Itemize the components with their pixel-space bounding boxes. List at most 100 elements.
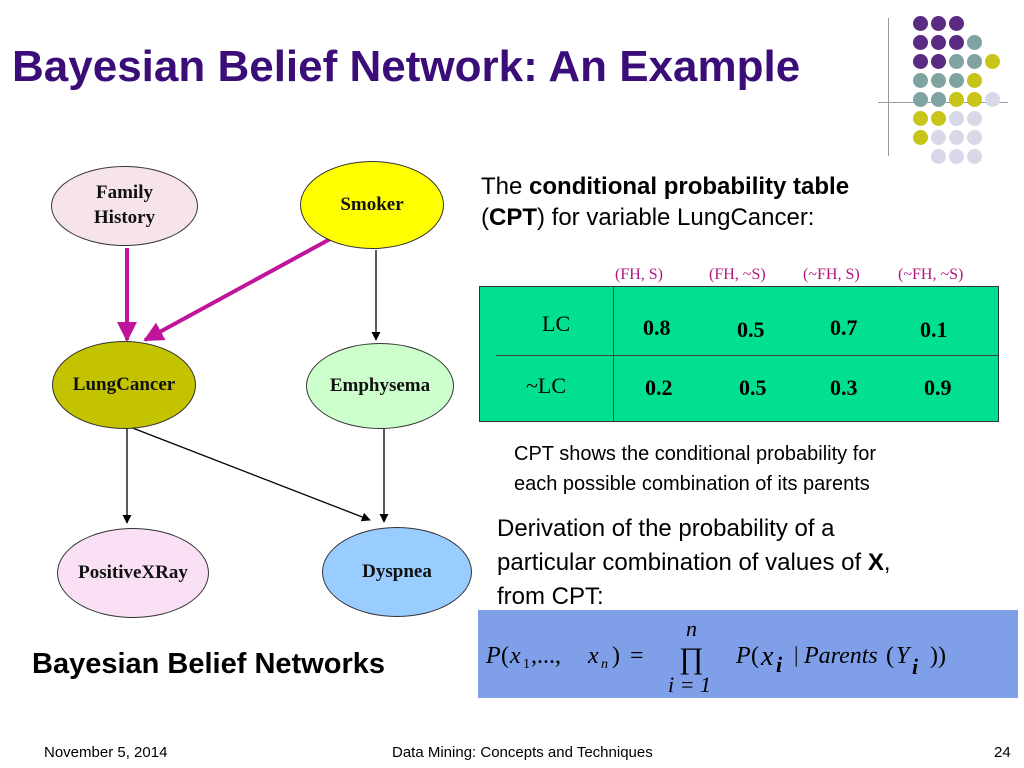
- formula-parents: Parents: [803, 643, 878, 669]
- formula-x1: x: [509, 643, 521, 669]
- formula-box: P ( x 1 ,..., x n ) = n ∏ i = 1 P ( x i …: [478, 610, 1018, 698]
- derivation-line3: from CPT:: [497, 583, 604, 610]
- decorative-dot: [967, 130, 982, 145]
- formula-parents-lparen: (: [886, 643, 894, 669]
- decorative-dot: [967, 149, 982, 164]
- decorative-vertical-line: [888, 18, 889, 156]
- formula-lparen: (: [501, 643, 509, 669]
- cpt-row-label: ~LC: [526, 373, 567, 398]
- formula-sub1: 1: [523, 657, 530, 672]
- joint-probability-formula: P ( x 1 ,..., x n ) = n ∏ i = 1 P ( x i …: [485, 616, 946, 697]
- decorative-dot: [931, 73, 946, 88]
- decorative-dot: [913, 54, 928, 69]
- node-emphysema-label: Emphysema: [329, 374, 431, 396]
- formula-lhs-p: P: [485, 643, 501, 669]
- slide-title: Bayesian Belief Network: An Example: [12, 42, 801, 91]
- footer-page-number: 24: [994, 744, 1011, 761]
- decorative-dot: [913, 92, 928, 107]
- derivation-text: Derivation of the probability of a parti…: [497, 512, 891, 614]
- cpt-note-line2: each possible combination of its parents: [514, 473, 870, 495]
- decorative-dot: [931, 54, 946, 69]
- network-caption: Bayesian Belief Networks: [32, 648, 385, 680]
- node-lung-cancer: LungCancer: [52, 341, 196, 429]
- node-positive-xray-label: PositiveXRay: [78, 561, 188, 583]
- formula-rhs-p: P: [735, 643, 751, 669]
- decorative-dot: [949, 16, 964, 31]
- cpt-cell: 0.2: [645, 375, 673, 400]
- cpt-cell: 0.5: [739, 375, 767, 400]
- formula-subn: n: [601, 657, 608, 672]
- node-family-history-line2: History: [93, 207, 156, 228]
- decorative-dot: [949, 35, 964, 50]
- decorative-dot: [913, 73, 928, 88]
- node-family-history: Family History: [51, 166, 198, 246]
- cpt-cell: 0.8: [643, 315, 671, 340]
- cpt-cell: 0.3: [830, 375, 858, 400]
- formula-sub-i2: i: [912, 654, 919, 679]
- formula-equals: =: [630, 643, 644, 669]
- decorative-dot: [949, 111, 964, 126]
- derivation-line2: particular combination of values of: [497, 549, 868, 576]
- cpt-intro-prefix: The: [481, 173, 530, 200]
- cpt-intro-bold: conditional probability table: [529, 173, 850, 200]
- formula-sub-i: i: [776, 652, 783, 677]
- formula-y: Y: [896, 643, 912, 669]
- cpt-column-header: (FH, S): [615, 266, 664, 283]
- decorative-dot: [949, 130, 964, 145]
- formula-bar: |: [794, 642, 798, 667]
- decorative-dot: [985, 54, 1000, 69]
- node-emphysema: Emphysema: [306, 343, 454, 429]
- formula-xi: x: [760, 641, 774, 672]
- decorative-dot: [967, 54, 982, 69]
- cpt-table-horizontal-divider: [496, 355, 998, 356]
- decorative-dot: [931, 35, 946, 50]
- cpt-cell: 0.1: [920, 317, 948, 342]
- decorative-dot: [985, 92, 1000, 107]
- edge-lungcancer-to-dyspnea: [129, 426, 371, 522]
- decorative-dot: [931, 111, 946, 126]
- formula-close: )): [930, 643, 946, 669]
- cpt-intro-open: (: [481, 204, 489, 231]
- cpt-cell: 0.7: [830, 315, 858, 340]
- decorative-dot: [931, 149, 946, 164]
- cpt-row-label: LC: [542, 311, 571, 336]
- decorative-dot: [967, 73, 982, 88]
- formula-product-symbol: ∏: [679, 642, 704, 675]
- cpt-column-header: (~FH, ~S): [898, 266, 964, 283]
- formula-dots: ,...,: [531, 643, 561, 669]
- derivation-variable-x: X: [867, 549, 884, 576]
- decorative-dot: [949, 73, 964, 88]
- network-edges: [117, 236, 389, 524]
- cpt-column-header: (FH, ~S): [709, 266, 766, 283]
- derivation-line2-end: ,: [883, 549, 891, 576]
- decorative-dot: [967, 111, 982, 126]
- cpt-intro-rest: ) for variable LungCancer:: [537, 204, 815, 231]
- formula-xn: x: [587, 643, 599, 669]
- node-lung-cancer-label: LungCancer: [72, 373, 176, 395]
- decorative-dot: [913, 35, 928, 50]
- cpt-note: CPT shows the conditional probability fo…: [514, 439, 876, 499]
- decorative-dot: [949, 92, 964, 107]
- decorative-dot: [967, 35, 982, 50]
- footer-date: November 5, 2014: [44, 744, 168, 761]
- decorative-dot: [931, 92, 946, 107]
- decorative-dot: [913, 16, 928, 31]
- node-dyspnea: Dyspnea: [322, 527, 472, 617]
- formula-rhs-lparen: (: [751, 643, 759, 669]
- decorative-dot: [931, 130, 946, 145]
- node-family-history-line1: Family: [96, 182, 153, 204]
- footer-course: Data Mining: Concepts and Techniques: [392, 744, 653, 761]
- edge-smoker-to-lungcancer: [143, 236, 333, 342]
- cpt-intro: The conditional probability table (CPT) …: [481, 171, 849, 233]
- decorative-dot: [913, 130, 928, 145]
- cpt-table-vertical-divider: [613, 287, 614, 421]
- decorative-dot: [949, 54, 964, 69]
- formula-lower-bound: i = 1: [668, 672, 711, 697]
- cpt-cell: 0.9: [924, 375, 952, 400]
- decorative-dot: [913, 111, 928, 126]
- cpt-cell: 0.5: [737, 317, 765, 342]
- cpt-intro-cpt: CPT: [489, 204, 537, 231]
- derivation-line1: Derivation of the probability of a: [497, 515, 835, 542]
- formula-rparen: ): [612, 643, 620, 669]
- node-smoker: Smoker: [300, 161, 444, 249]
